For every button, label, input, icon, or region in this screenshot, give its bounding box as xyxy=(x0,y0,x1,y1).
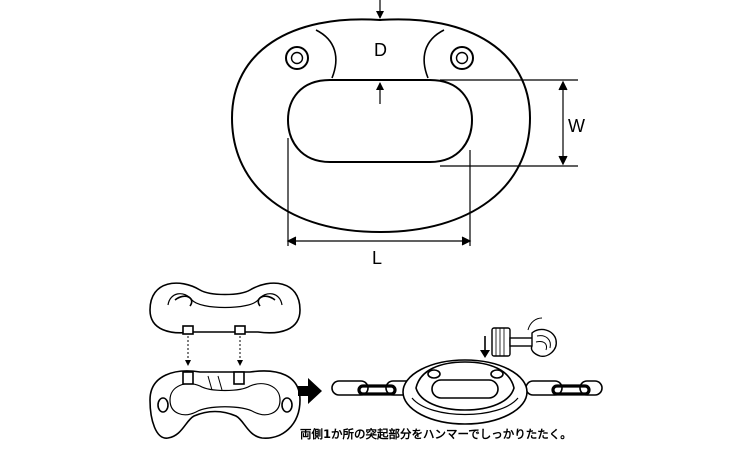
dimension-d: D xyxy=(374,0,387,104)
dimension-l-label: L xyxy=(372,248,382,268)
main-link-right-hole-inner xyxy=(455,51,469,65)
assembled-link xyxy=(402,359,528,425)
hammer-icon xyxy=(491,317,557,357)
dimension-l: L xyxy=(286,138,472,268)
dimension-w: W xyxy=(440,79,585,167)
assembly-arrows xyxy=(185,336,243,366)
main-link-inner-slot xyxy=(286,79,474,163)
main-link xyxy=(230,18,532,234)
arrow-right-icon xyxy=(298,378,322,404)
arrow-down-icon xyxy=(480,336,490,358)
upper-half-link xyxy=(149,282,301,335)
main-link-left-hole-outer xyxy=(285,46,309,70)
main-link-left-hole-inner xyxy=(290,51,304,65)
main-link-left-groove xyxy=(315,29,337,79)
dimension-d-label: D xyxy=(374,40,387,60)
main-link-right-groove xyxy=(423,29,445,79)
dimension-w-label: W xyxy=(568,116,585,136)
instruction-caption: 両側1か所の突起部分をハンマーでしっかりたたく。 xyxy=(300,427,572,441)
main-link-right-hole-outer xyxy=(450,46,474,70)
lower-half-link xyxy=(149,370,301,439)
